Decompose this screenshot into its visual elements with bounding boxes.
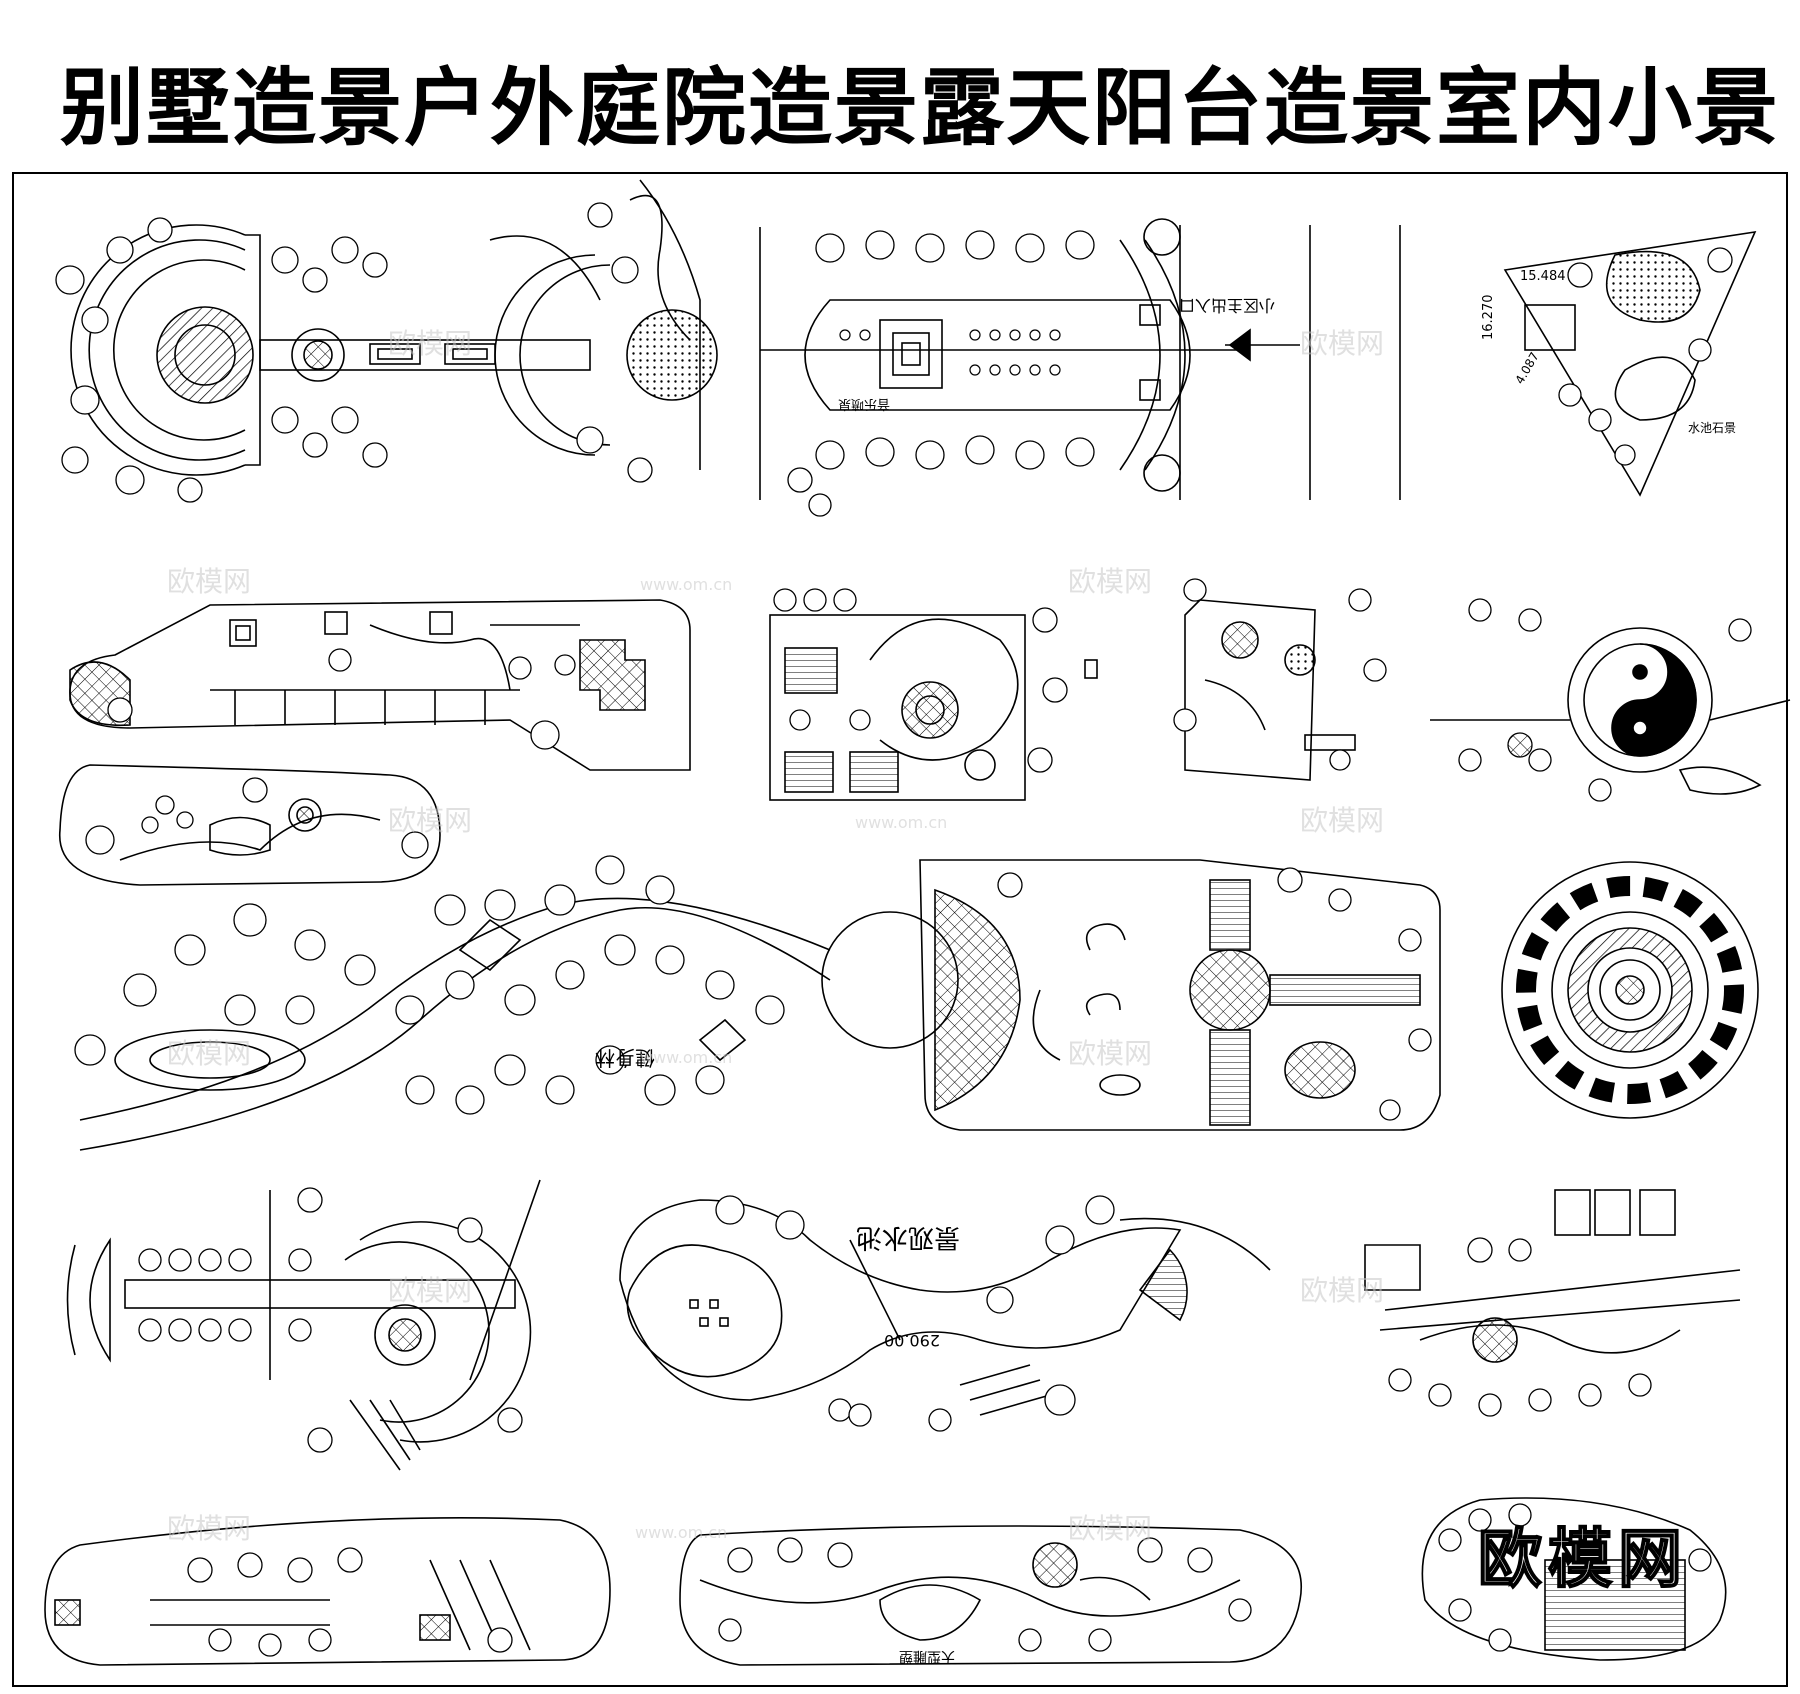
watermark-url: www.om.cn [640, 1048, 732, 1067]
label-waterfall: 水池石景 [1688, 421, 1736, 435]
watermark: 欧模网 [1300, 327, 1384, 360]
label-fitness-forest: 健身林 [595, 1046, 655, 1070]
label-sculpture: 大型雕塑 [899, 1648, 955, 1664]
watermark: 欧模网 [167, 565, 251, 598]
brand-logo: 欧模网 [1477, 1522, 1688, 1598]
label-dim-3: 4.087 [1512, 350, 1541, 387]
plan-pavilion-garden [1184, 599, 1356, 781]
watermark-url: www.om.cn [855, 813, 947, 832]
watermark: 欧模网 [1068, 1037, 1152, 1070]
plan-sculpture-ellipse [679, 1525, 1302, 1666]
plan-triangle-garden [1503, 230, 1757, 497]
watermark: 欧模网 [1300, 1274, 1384, 1307]
plan-fitness-forest [79, 897, 959, 1151]
watermark: 欧模网 [1068, 565, 1152, 598]
trees-plan-2 [787, 230, 1095, 517]
trees-plan-17 [1438, 1503, 1712, 1652]
plan-oval-garden [58, 764, 441, 886]
trees-plan-1 [55, 202, 653, 503]
trees-plan-14 [1388, 1237, 1652, 1417]
trees-plan-5 [85, 777, 429, 859]
trees-plan-12 [138, 1187, 523, 1453]
plan-residential-garden [1364, 1189, 1741, 1363]
plan-circle-plaza [1501, 861, 1759, 1119]
trees-plan-9 [74, 855, 785, 1115]
trees-plan-15 [187, 1547, 513, 1657]
trees-plan-13 [715, 1195, 1115, 1432]
plan-yinyang-plaza [1430, 627, 1791, 795]
trees-plan-10 [997, 867, 1432, 1121]
drawing-frame [12, 172, 1788, 1687]
label-elevation: 290.00 [884, 1331, 940, 1350]
plan-axial-garden [70, 179, 718, 476]
plan-courtyard [769, 614, 1098, 801]
watermark: 欧模网 [388, 804, 472, 837]
small-circles-plan-2 [839, 329, 1061, 376]
watermark-url: www.om.cn [635, 1523, 727, 1542]
plan-oval-strip [44, 1516, 611, 1666]
trees-plan-8 [1458, 598, 1752, 802]
plan-landscape-pool [619, 1199, 1271, 1416]
trees-plan-6 [773, 588, 1068, 773]
trees-plan-4 [107, 648, 576, 750]
watermark: 欧模网 [167, 1037, 251, 1070]
trees-plan-7 [1173, 578, 1387, 771]
watermark: 欧模网 [167, 1512, 251, 1545]
label-music-fountain: 音乐喷泉 [838, 396, 890, 412]
label-dim-1: 15.484 [1520, 269, 1566, 284]
plan-rounded-garden [1421, 1497, 1727, 1661]
watermark: 欧模网 [1068, 1512, 1152, 1545]
trees-plan-3 [1558, 247, 1733, 466]
plan-entrance-plaza [759, 218, 1401, 500]
plan-rect-park [919, 859, 1441, 1131]
watermark: 欧模网 [388, 1274, 472, 1307]
label-landscape-pool: 景观水池 [856, 1222, 960, 1252]
label-entrance: 小区主出入口 [1179, 296, 1275, 315]
page-title: 别墅造景户外庭院造景露天阳台造景室内小景 [60, 59, 1781, 157]
plan-long-garden [69, 599, 691, 771]
label-dim-2: 16.270 [1481, 295, 1496, 341]
watermarks: 欧模网 欧模网 欧模网 欧模网 欧模网 欧模网 欧模网 欧模网 欧模网 欧模网 … [167, 327, 1384, 1545]
watermark: 欧模网 [1300, 804, 1384, 837]
plan-round-garden [66, 1179, 541, 1471]
watermark: 欧模网 [388, 327, 472, 360]
trees-plan-16 [718, 1537, 1252, 1652]
watermark-url: www.om.cn [640, 575, 732, 594]
